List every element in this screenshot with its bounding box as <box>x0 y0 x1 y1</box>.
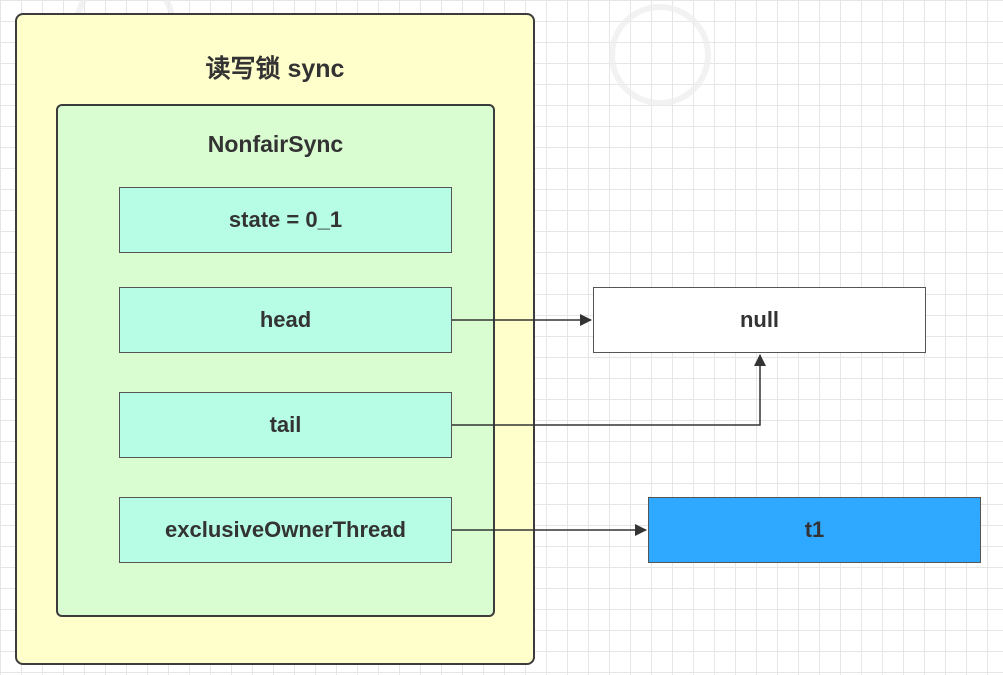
exclusive-owner-thread-field: exclusiveOwnerThread <box>119 497 452 563</box>
sync-title: 读写锁 sync <box>205 55 345 83</box>
head-field: head <box>119 287 452 353</box>
nonfair-sync-title: NonfairSync <box>207 131 344 157</box>
state-field: state = 0_1 <box>119 187 452 253</box>
tail-field: tail <box>119 392 452 458</box>
null-node: null <box>593 287 926 353</box>
t1-thread-node: t1 <box>648 497 981 563</box>
tail-to-null-arrow <box>452 354 766 426</box>
